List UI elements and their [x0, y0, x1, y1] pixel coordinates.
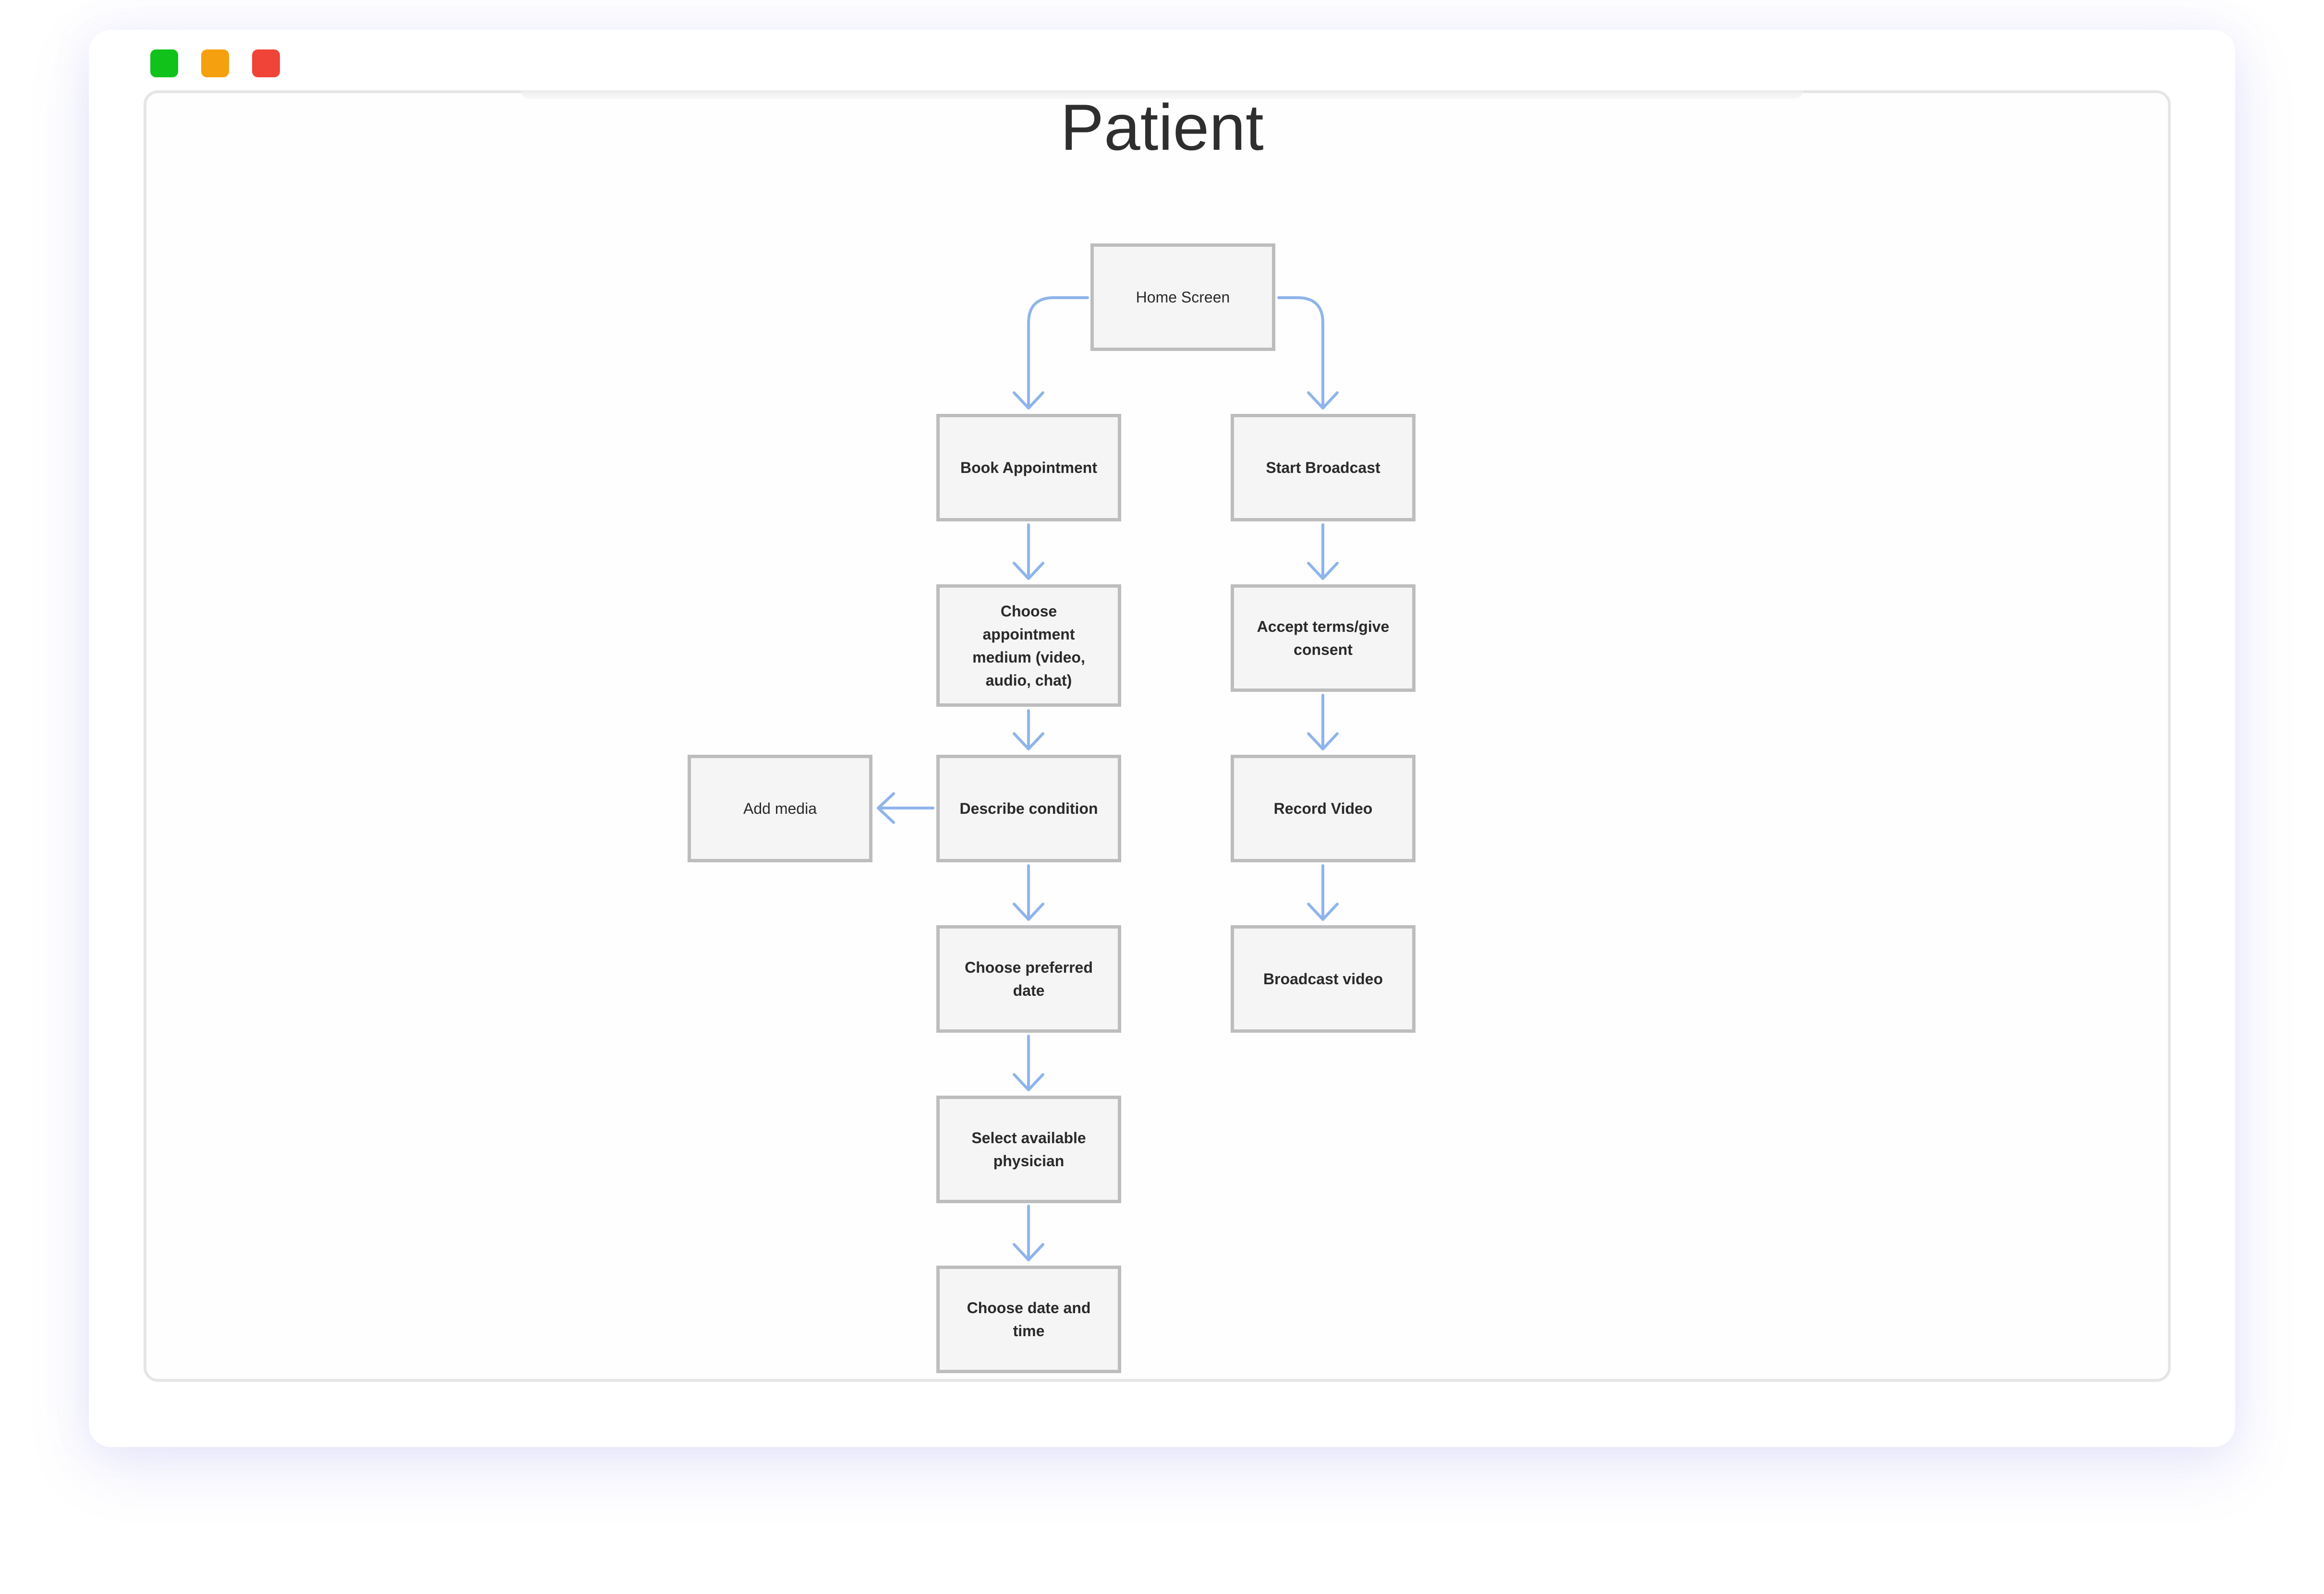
- arrowhead-home-to-broadcast: [1307, 391, 1339, 410]
- diagram-title: Patient: [1060, 91, 1264, 164]
- node-add-media[interactable]: Add media: [688, 755, 872, 862]
- node-start-broadcast[interactable]: Start Broadcast: [1231, 414, 1416, 521]
- arrowhead-describe-to-date: [1013, 903, 1044, 921]
- node-choose-medium[interactable]: Choose appointment medium (video, audio,…: [936, 584, 1121, 707]
- connector-home-to-broadcast: [1277, 296, 1324, 409]
- window-maximize-button[interactable]: [150, 49, 178, 77]
- node-choose-preferred-date[interactable]: Choose preferred date: [936, 925, 1121, 1033]
- arrowhead-record-to-broadcast-video: [1307, 903, 1339, 921]
- node-broadcast-video[interactable]: Broadcast video: [1231, 925, 1416, 1033]
- arrowhead-physician-to-datetime: [1013, 1243, 1044, 1261]
- node-describe-condition[interactable]: Describe condition: [936, 755, 1121, 862]
- arrowhead-medium-to-describe: [1013, 732, 1044, 750]
- arrowhead-date-to-physician: [1013, 1073, 1044, 1091]
- node-accept-terms[interactable]: Accept terms/give consent: [1231, 584, 1416, 692]
- arrowhead-describe-to-add-media: [877, 792, 895, 824]
- node-choose-date-time[interactable]: Choose date and time: [936, 1266, 1121, 1373]
- arrowhead-home-to-book: [1013, 391, 1044, 410]
- node-home-screen[interactable]: Home Screen: [1090, 243, 1275, 351]
- node-book-appointment[interactable]: Book Appointment: [936, 414, 1121, 521]
- window-close-button[interactable]: [252, 49, 280, 77]
- node-record-video[interactable]: Record Video: [1231, 755, 1416, 862]
- arrowhead-broadcast-to-terms: [1307, 562, 1339, 580]
- node-select-physician[interactable]: Select available physician: [936, 1096, 1121, 1203]
- connector-home-to-book: [1027, 296, 1089, 409]
- window-minimize-button[interactable]: [201, 49, 229, 77]
- canvas-top-strip: [521, 90, 1803, 99]
- arrowhead-book-to-medium: [1013, 562, 1044, 580]
- arrowhead-terms-to-record: [1307, 732, 1339, 750]
